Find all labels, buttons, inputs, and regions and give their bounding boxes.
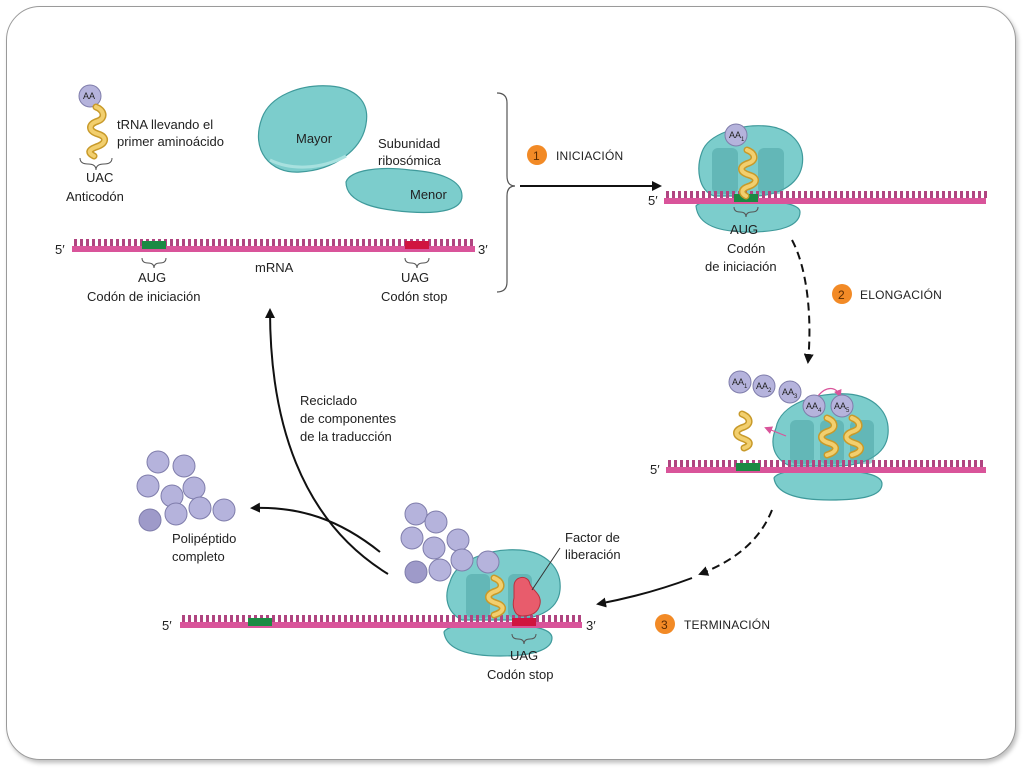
step-1-badge xyxy=(527,145,547,165)
mrna-ticks xyxy=(666,191,987,198)
polypeptide-arrow xyxy=(250,502,381,553)
amino-acid-3-icon xyxy=(778,380,802,404)
aug-label: Codón de iniciación xyxy=(87,289,200,304)
anticodon-brace xyxy=(79,157,113,171)
complete-polypeptide: Polipéptido completo xyxy=(136,450,236,564)
termination-3prime: 3′ xyxy=(586,618,596,633)
elongation-trna-p xyxy=(818,414,839,459)
amino-acid-4-sub: 4 xyxy=(818,408,822,414)
step-2-number: 2 xyxy=(838,288,845,302)
recycling-group: Reciclado de componentes de la traducció… xyxy=(250,308,397,575)
initiation-aa1-label: AA xyxy=(729,130,741,140)
components-group: AA tRNA llevando el primer aminoácido UA… xyxy=(55,84,516,304)
arrow-to-termination-dashed xyxy=(698,509,773,576)
amino-acid-4-label: AA xyxy=(806,401,818,411)
polypeptide-label-1: Polipéptido xyxy=(172,531,236,546)
amino-acid-5-label: AA xyxy=(834,401,846,411)
aa1-label: AA xyxy=(83,91,95,101)
initiation-trna: AA 1 xyxy=(724,123,759,200)
termination-stop-codon xyxy=(512,618,536,626)
recycling-arrow xyxy=(265,308,389,575)
stop-codon-mark xyxy=(405,241,429,249)
step-1-label: INICIACIÓN xyxy=(556,148,623,163)
trna-label-1: tRNA llevando el xyxy=(117,117,213,132)
recycling-label-3: de la traducción xyxy=(300,429,392,444)
initiation-ribosome xyxy=(695,125,804,233)
amino-acid-2-sub: 2 xyxy=(768,388,772,394)
trna-label-2: primer aminoácido xyxy=(117,134,224,149)
components-brace xyxy=(496,92,516,293)
recycling-label-1: Reciclado xyxy=(300,393,357,408)
step-3-number: 3 xyxy=(661,618,668,632)
mrna-label: mRNA xyxy=(255,260,294,275)
amino-acid-1-icon xyxy=(728,370,752,394)
termination-codon-label: Codón stop xyxy=(487,667,554,682)
peptide-transfer-arrow xyxy=(817,387,842,398)
initiation-5prime: 5′ xyxy=(648,193,658,208)
large-subunit: Mayor xyxy=(257,85,368,173)
elongation-5prime: 5′ xyxy=(650,462,660,477)
step-2-label: ELONGACIÓN xyxy=(860,287,942,302)
initiation-codon-label-2: de iniciación xyxy=(705,259,777,274)
step-1-initiation: 1 INICIACIÓN 5′ AA 1 AUG Codón de inicia… xyxy=(520,123,987,274)
amino-acid-3-sub: 3 xyxy=(794,394,798,400)
uag-label: Codón stop xyxy=(381,289,448,304)
amino-acid-2-label: AA xyxy=(756,381,768,391)
mrna-5prime: 5′ xyxy=(55,242,65,257)
anticodon-label: Anticodón xyxy=(66,189,124,204)
step-3-termination: 3 TERMINACIÓN 5′ 3′ Factor de liberación… xyxy=(162,502,773,682)
small-subunit-label: Menor xyxy=(410,187,448,202)
amino-acid-1-label: AA xyxy=(732,377,744,387)
amino-acid-5-sub: 5 xyxy=(846,408,850,414)
release-factor-label-2: liberación xyxy=(565,547,621,562)
subunit-label-2: ribosómica xyxy=(378,153,442,168)
amino-acid-2-icon xyxy=(752,374,776,398)
amino-acid-1-icon xyxy=(78,84,102,108)
termination-codon-code: UAG xyxy=(510,648,538,663)
subunit-label-1: Subunidad xyxy=(378,136,440,151)
initiation-codon-code: AUG xyxy=(730,222,758,237)
trna-exit-arrow xyxy=(764,426,787,437)
step-2-badge xyxy=(832,284,852,304)
recycling-label-2: de componentes xyxy=(300,411,397,426)
release-factor-icon xyxy=(512,577,541,617)
initiation-codon-label-1: Codón xyxy=(727,241,765,256)
elongation-trna-a xyxy=(843,414,864,459)
arrow-to-elongation xyxy=(791,239,814,364)
releasing-polypeptide xyxy=(400,502,500,584)
amino-acid-5-icon xyxy=(830,394,854,418)
elongation-start-codon xyxy=(736,463,760,471)
amino-acid-4-icon xyxy=(802,394,826,418)
termination-5prime: 5′ xyxy=(162,618,172,633)
mrna-3prime: 3′ xyxy=(478,242,488,257)
large-subunit-label: Mayor xyxy=(296,131,333,146)
initiation-aa1-sub: 1 xyxy=(741,137,745,143)
small-subunit: Menor xyxy=(345,167,463,214)
polypeptide-label-2: completo xyxy=(172,549,225,564)
amino-acid-3-label: AA xyxy=(782,387,794,397)
initiation-aa1-icon xyxy=(724,123,748,147)
start-codon-mark xyxy=(142,241,166,249)
termination-trna xyxy=(485,574,506,619)
step-3-badge xyxy=(655,614,675,634)
aug-code: AUG xyxy=(138,270,166,285)
release-factor-label-1: Factor de xyxy=(565,530,620,545)
initiator-trna: AA tRNA llevando el primer aminoácido UA… xyxy=(66,84,224,204)
termination-start-codon xyxy=(248,618,272,626)
departing-trna xyxy=(733,410,753,452)
mrna-strand: 5′ 3′ AUG Codón de iniciación mRNA UAG C… xyxy=(55,239,488,304)
arrow-to-termination xyxy=(596,577,693,608)
uag-code: UAG xyxy=(401,270,429,285)
step-3-label: TERMINACIÓN xyxy=(684,617,770,632)
step-1-number: 1 xyxy=(533,149,540,163)
anticodon-code: UAC xyxy=(86,170,113,185)
amino-acid-1-sub: 1 xyxy=(744,384,748,390)
mrna-ticks xyxy=(668,460,983,467)
